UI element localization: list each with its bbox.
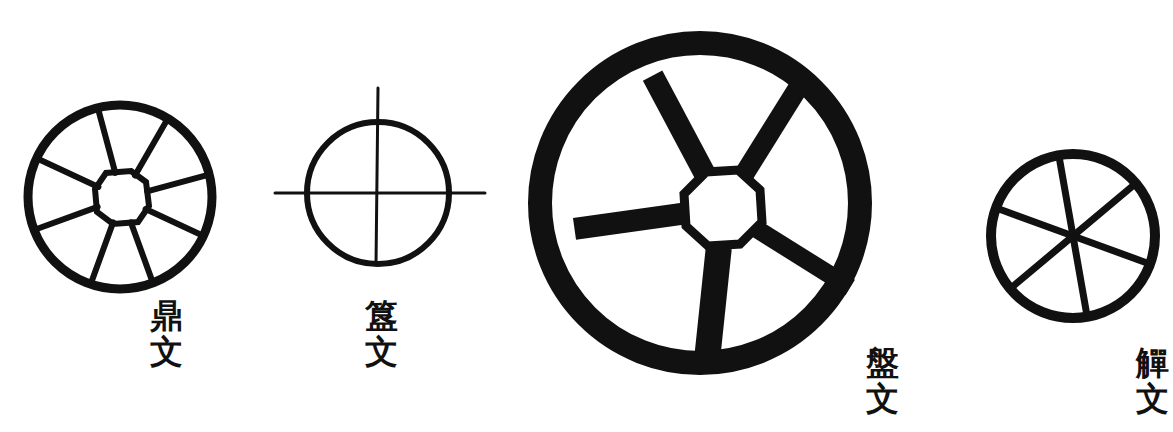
wheel-hub [684,170,762,246]
wheel-spoke [135,120,167,175]
vessel-label: 鼎文 [150,298,183,371]
wheel-rim [991,154,1155,318]
cross-line [376,88,378,265]
wheel-spoke [147,175,209,192]
wheel-spoke [37,207,97,229]
wheel-spoke [744,81,802,174]
wheel-rim [540,43,860,363]
vessel-label: 觶文 [1136,345,1169,418]
wheel-spoke [1060,159,1074,236]
wheel-spoke [40,160,98,187]
wheel-spoke [575,214,684,229]
wheel-spoke [707,248,719,357]
wheel-spoke [146,209,204,236]
wheel-spoke [1013,236,1073,286]
wheel-rim [28,105,212,289]
vessel-label: 簋文 [365,298,398,371]
wheel-spoke [99,111,116,173]
wheel-spoke [91,222,113,282]
vessel-label: 盤文 [866,345,899,418]
wheel-hub [95,171,149,224]
wheel-spoke [1073,236,1146,263]
wheel-spoke [1073,236,1087,313]
wheel-spoke [1000,209,1073,236]
cross-line [275,192,485,195]
wheel-spoke [653,76,705,173]
wheel-spoke [757,229,850,287]
wheel-spoke [131,222,153,282]
wheel-spoke [1073,186,1133,236]
